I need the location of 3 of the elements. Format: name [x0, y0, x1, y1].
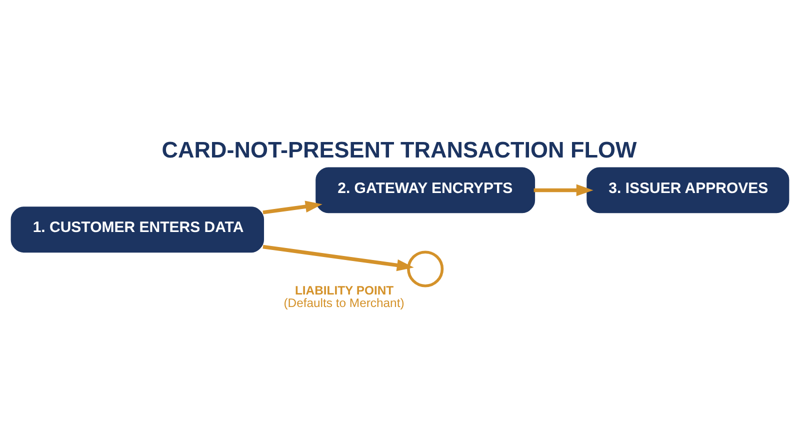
- node-label: (Defaults to Merchant): [284, 296, 404, 310]
- node-label: LIABILITY POINT: [294, 284, 394, 298]
- diagram-title: CARD-NOT-PRESENT TRANSACTION FLOW: [162, 138, 637, 163]
